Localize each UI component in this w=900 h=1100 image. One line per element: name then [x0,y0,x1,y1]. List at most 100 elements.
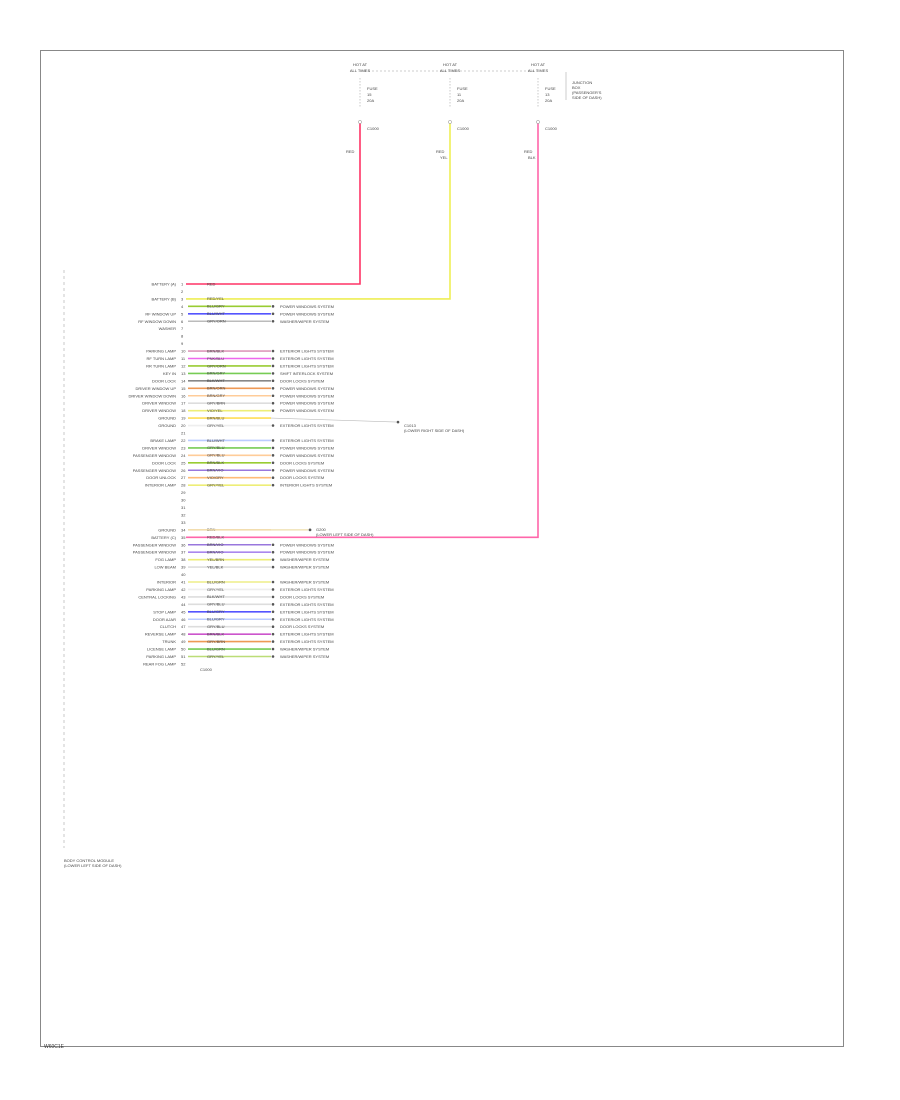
pin-number: 52 [181,661,186,666]
pin-function-label: PARKING LAMP [146,654,176,659]
wire-color-label: BLU/GRY [207,609,225,614]
junction-box-label: BOX [572,85,581,90]
destination-system-label: EXTERIOR LIGHTS SYSTEM [280,617,334,622]
pin-function-label: GROUND [158,423,176,428]
splice-label: C1000 [367,126,380,131]
wire-color-label: RED [436,149,445,154]
pin-number: 20 [181,423,186,428]
wire-color-label: RED [524,149,533,154]
pin-number: 43 [181,594,186,599]
wire-color-label: BLU/GRY [207,617,225,622]
pin-number: 16 [181,393,186,398]
pin-number: 44 [181,602,186,607]
wire-color-label: GRY/BLU [207,445,225,450]
wire-color-label: BRN/BLK [207,631,224,636]
wire-color-label: PNK/BLU [207,356,224,361]
connector-dot [271,372,275,375]
connector-dot [271,588,275,591]
wire-color-label: BLK [528,155,536,160]
pin-function-label: DRIVER WINDOW [142,401,176,406]
pin-function-label: BATTERY (B) [152,296,177,301]
wire-color-label: BLU/GRY [207,304,225,309]
wire-color-label: BRN/BLU [207,415,224,420]
wire-color-label: BRN/VIO [207,542,223,547]
wire-color-label: BLU/GRN [207,646,225,651]
pin-number: 9 [181,341,184,346]
wire-color-label: GRY/BRN [207,639,225,644]
pin-number: 27 [181,475,186,480]
pin-number: 13 [181,371,186,376]
connector-dot [271,655,275,658]
pin-function-label: DRIVER WINDOW DOWN [128,393,176,398]
wire-color-label: GRY/YEL [207,423,225,428]
pin-number: 11 [181,356,186,361]
destination-system-label: DOOR LOCKS SYSTEM [280,475,324,480]
fuse-label: FUSE [545,86,556,91]
connector-dot [271,349,275,353]
pin-function-label: CLUTCH [160,624,176,629]
connector-dot [271,595,275,599]
destination-system-label: WASHER/WIPER SYSTEM [280,580,329,585]
pin-function-label: PARKING LAMP [146,349,176,354]
pin-number: 28 [181,483,186,488]
connector-dot [271,580,275,584]
pin-number: 48 [181,632,186,637]
fuse-label: 20A [545,98,552,103]
pin-number: 30 [181,498,186,503]
destination-system-label: POWER WINDOWS SYSTEM [280,468,334,473]
pin-number: 26 [181,468,186,473]
wire-color-label: BRN/GRY [207,393,225,398]
ground-note: G200 [316,527,327,532]
destination-system-label: EXTERIOR LIGHTS SYSTEM [280,438,334,443]
pin-function-label: PARKING LAMP [146,587,176,592]
pin-number: 38 [181,557,186,562]
ground-dot [308,528,312,532]
wire-color-label: YEL/BRN [207,557,224,562]
pin-number: 6 [181,319,184,324]
fuse-label: 15 [367,92,372,97]
pin-number: 15 [181,386,186,391]
connector-dot [271,617,275,621]
pin-number: 42 [181,587,186,592]
destination-system-label: POWER WINDOWS SYSTEM [280,386,334,391]
wire-color-label: BRN/VIO [207,468,223,473]
pin-function-label: RF TURN LAMP [147,356,177,361]
diagram-frame [40,50,844,1047]
wire-color-label: GRY/BLU [207,602,225,607]
pin-number: 7 [181,326,184,331]
destination-system-label: DOOR LOCKS SYSTEM [280,594,324,599]
pin-function-label: PASSENGER WINDOW [133,468,176,473]
pin-number: 41 [181,580,186,585]
connector-dot [271,550,275,554]
splice-note: (LOWER RIGHT SIDE OF DASH) [404,428,465,433]
wire-color-label: GRY/ORN [207,319,226,324]
destination-system-label: POWER WINDOWS SYSTEM [280,445,334,450]
fuse-label: 13 [545,92,550,97]
destination-system-label: EXTERIOR LIGHTS SYSTEM [280,602,334,607]
pin-number: 47 [181,624,186,629]
pin-function-label: LICENSE LAMP [147,647,176,652]
pin-number: 12 [181,363,186,368]
destination-system-label: POWER WINDOWS SYSTEM [280,304,334,309]
destination-system-label: EXTERIOR LIGHTS SYSTEM [280,609,334,614]
pin-number: 3 [181,296,184,301]
connector-dot [271,312,275,316]
destination-system-label: POWER WINDOWS SYSTEM [280,453,334,458]
fuse-label: 20A [457,98,464,103]
wire-color-label: BLU/GRN [207,579,225,584]
connector-dot [271,625,275,628]
wire-color-label: BRN/ORN [207,386,226,391]
splice-leader [270,417,399,423]
pin-function-label: LOW BEAM [154,565,176,570]
pin-number: 31 [181,505,186,510]
pin-function-label: REVERSE LAMP [145,632,176,637]
splice-label: C1000 [545,126,558,131]
destination-system-label: EXTERIOR LIGHTS SYSTEM [280,356,334,361]
pin-number: 25 [181,460,186,465]
fuse-label: FUSE [367,86,378,91]
pin-function-label: GROUND [158,527,176,532]
pin-number: 49 [181,639,186,644]
destination-system-label: POWER WINDOWS SYSTEM [280,401,334,406]
wire-color-label: YEL/BLK [207,564,224,569]
pin-number: 34 [181,527,186,532]
